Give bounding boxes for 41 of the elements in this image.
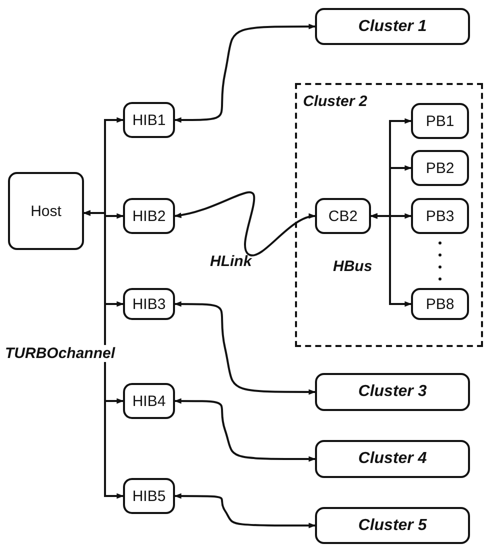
node-box <box>411 150 469 186</box>
node-label: CB2 <box>328 208 358 224</box>
bus-label: TURBOchannel <box>5 345 116 362</box>
node-label: PB2 <box>426 160 454 176</box>
node-label: HIB4 <box>132 392 166 410</box>
node-box <box>411 288 469 320</box>
node-label: Host <box>30 202 62 220</box>
connector-arrow <box>174 191 316 256</box>
bus-connector <box>83 210 124 499</box>
group-heading: Cluster 2 <box>303 93 368 110</box>
node-label: Cluster 3 <box>358 383 427 401</box>
node-label: Cluster 5 <box>358 516 427 534</box>
edge-label: HLink <box>210 253 252 270</box>
connector-arrow <box>174 493 316 528</box>
node-label: Cluster 4 <box>358 450 427 468</box>
node-label: HIB2 <box>132 208 166 224</box>
node-box <box>123 288 175 320</box>
node-box <box>411 198 469 234</box>
node-box <box>123 478 175 514</box>
node-label: PB1 <box>426 112 454 130</box>
node-label: PB3 <box>426 208 454 224</box>
node-box <box>315 507 470 544</box>
node-box <box>315 198 371 234</box>
node-label: Cluster 1 <box>358 18 427 36</box>
connector-arrow <box>174 398 316 462</box>
node-box <box>315 8 470 45</box>
connector-arrow <box>174 301 316 395</box>
connector-arrow <box>174 24 316 123</box>
node-box <box>8 172 84 250</box>
node-box <box>123 102 175 138</box>
node-label: HIB1 <box>132 112 166 128</box>
node-box <box>411 103 469 139</box>
cluster-group-box <box>295 83 483 347</box>
node-box <box>315 373 470 411</box>
node-label: HIB3 <box>132 296 166 312</box>
node-box <box>123 198 175 234</box>
node-box <box>123 383 175 419</box>
node-label: HIB5 <box>132 488 166 504</box>
connector-arrow <box>370 213 412 307</box>
node-label: PB8 <box>426 296 454 312</box>
node-box <box>315 440 470 478</box>
